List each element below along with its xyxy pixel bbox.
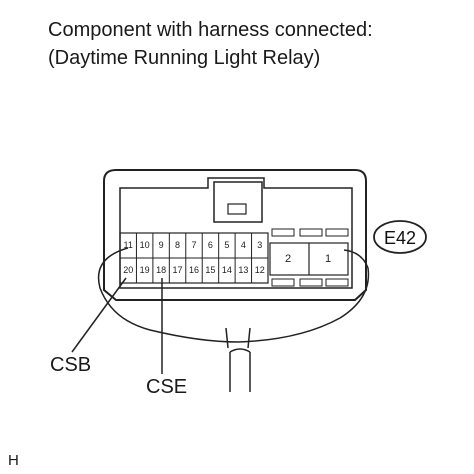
- pin-label-15: 15: [205, 265, 215, 275]
- pin-label-8: 8: [175, 240, 180, 250]
- pin-label-5: 5: [224, 240, 229, 250]
- pin-label-19: 19: [140, 265, 150, 275]
- key-slot: [299, 278, 323, 287]
- pin-label-13: 13: [238, 265, 248, 275]
- connector-housing: [103, 169, 367, 301]
- pin-label-7: 7: [191, 240, 196, 250]
- pin-label-14: 14: [222, 265, 232, 275]
- connector-id-bubble: [373, 220, 427, 254]
- harness-bundle-top: [229, 348, 251, 353]
- key-slot: [325, 228, 349, 237]
- pin-label-9: 9: [159, 240, 164, 250]
- pin-label-1: 1: [325, 253, 331, 265]
- latch-tab: [227, 203, 247, 215]
- pin-label-6: 6: [208, 240, 213, 250]
- pin-label-2: 2: [285, 253, 291, 265]
- pin-label-12: 12: [255, 265, 265, 275]
- harness-stem: [225, 327, 251, 349]
- callout-csb: CSB: [50, 354, 92, 376]
- connector-latch: [213, 181, 263, 223]
- pin-label-11: 11: [124, 240, 133, 250]
- pin-label-3: 3: [257, 240, 262, 250]
- csb-leader-line: [71, 277, 127, 353]
- key-slot: [325, 278, 349, 287]
- title-line-1: Component with harness connected:: [48, 19, 373, 41]
- small-pin-grid: 11 10 9 8 7 6 5 4 3 20 19 18 17 16 15 14 13 12: [119, 232, 269, 284]
- key-slot: [271, 278, 295, 287]
- title-line-2: (Daytime Running Light Relay): [48, 47, 321, 69]
- pin-label-16: 16: [189, 265, 199, 275]
- connector-body: [119, 177, 353, 289]
- pin-label-4: 4: [241, 240, 246, 250]
- key-slot: [299, 228, 323, 237]
- harness-wire-loop: [97, 247, 370, 343]
- pin-label-10: 10: [140, 240, 150, 250]
- pin-label-18: 18: [156, 265, 166, 275]
- pin-label-20: 20: [123, 265, 133, 275]
- key-slot: [271, 228, 295, 237]
- pin-label-17: 17: [173, 265, 183, 275]
- callout-cse: CSE: [146, 376, 188, 398]
- connector-id-label: E42: [384, 228, 416, 248]
- large-pin-block: 2 1: [269, 228, 349, 287]
- figure-code: H: [8, 452, 19, 469]
